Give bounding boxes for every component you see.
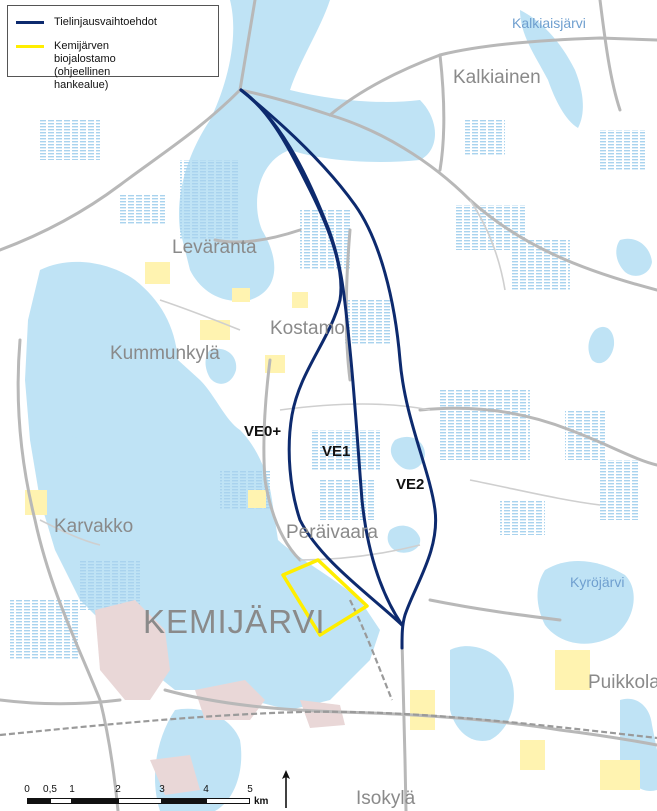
lake-kyrojarvi bbox=[537, 560, 634, 644]
scale-segment bbox=[206, 798, 250, 804]
scale-segment bbox=[118, 798, 162, 804]
route-ve0-plus bbox=[239, 88, 404, 627]
north-arrow-icon bbox=[282, 770, 290, 808]
place-kalkiaisjarvi: Kalkiaisjärvi bbox=[512, 15, 586, 31]
route-label-ve1: VE1 bbox=[322, 443, 351, 460]
route-alternatives bbox=[239, 88, 438, 650]
scale-unit: km bbox=[254, 796, 269, 807]
route-label-ve0-plus: VE0+ bbox=[244, 423, 282, 440]
place-kostamo: Kostamo bbox=[270, 318, 345, 339]
legend-swatch-project-area bbox=[16, 45, 44, 48]
place-peravaara: Peräivaara bbox=[286, 522, 378, 543]
lake-small-5 bbox=[205, 348, 237, 384]
urban-area bbox=[95, 600, 345, 795]
place-levaranta: Leväranta bbox=[172, 237, 257, 258]
scale-tick-0-5: 0,5 bbox=[43, 784, 57, 795]
legend-label-project-area: Kemijärven biojalostamo (ohjeellinen han… bbox=[54, 40, 116, 91]
minor-roads bbox=[39, 199, 601, 561]
scale-segment bbox=[72, 798, 118, 804]
scale-tick-1: 1 bbox=[69, 784, 75, 795]
lake-small-3 bbox=[616, 238, 652, 276]
route-ve1 bbox=[239, 88, 404, 627]
scale-tick-0: 0 bbox=[24, 784, 30, 795]
place-karvakko: Karvakko bbox=[54, 516, 134, 537]
legend-swatch-routes bbox=[16, 21, 44, 24]
lake-kalkiaisjarvi bbox=[520, 10, 583, 128]
place-kemijarvi: KEMIJÄRVI bbox=[143, 603, 326, 640]
wetland-areas bbox=[10, 120, 645, 660]
scale-tick-5: 5 bbox=[247, 784, 253, 795]
lake-southeast bbox=[450, 646, 514, 741]
scale-segment bbox=[27, 798, 50, 804]
lake-small-4 bbox=[54, 436, 86, 469]
project-area-biojalostamo bbox=[281, 558, 369, 637]
scale-segment bbox=[162, 798, 206, 804]
scale-tick-3: 3 bbox=[159, 784, 165, 795]
map-legend: Tielinjausvaihtoehdot Kemijärven biojalo… bbox=[7, 5, 219, 91]
route-label-ve2: VE2 bbox=[396, 476, 425, 493]
place-kummunkyla: Kummunkylä bbox=[110, 343, 220, 364]
scale-bar: 0 0,5 1 2 3 4 5 km bbox=[22, 784, 272, 810]
scale-segment bbox=[50, 798, 72, 804]
scale-tick-2: 2 bbox=[115, 784, 121, 795]
lake-small-6 bbox=[390, 436, 425, 470]
lake-small-2 bbox=[588, 326, 615, 364]
place-kalkiainen: Kalkiainen bbox=[453, 67, 541, 88]
scale-tick-4: 4 bbox=[203, 784, 209, 795]
place-kyrojarvi: Kyröjärvi bbox=[570, 574, 625, 590]
place-puikkola: Puikkola bbox=[588, 672, 657, 693]
place-isokyla: Isokylä bbox=[356, 788, 416, 809]
legend-label-routes: Tielinjausvaihtoehdot bbox=[54, 16, 157, 28]
route-ve2 bbox=[239, 88, 438, 650]
lake-small-1 bbox=[387, 525, 421, 553]
railway bbox=[0, 599, 657, 740]
